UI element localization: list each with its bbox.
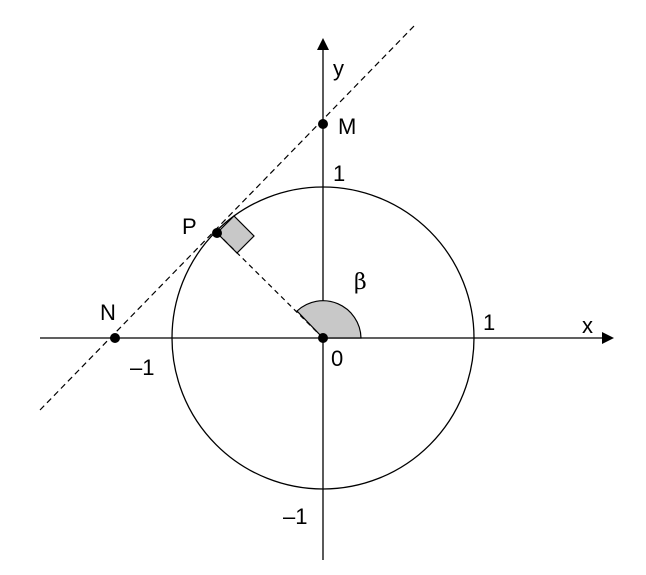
x-tick-neg-one: –1 xyxy=(130,355,154,380)
point-origin xyxy=(318,333,328,343)
x-tick-pos-one: 1 xyxy=(483,310,495,335)
point-p-label: P xyxy=(182,214,197,239)
tangent-line xyxy=(39,24,416,411)
point-n xyxy=(110,333,120,343)
radius-op xyxy=(216,232,324,339)
y-tick-neg-one: –1 xyxy=(283,504,307,529)
point-n-label: N xyxy=(100,300,116,325)
origin-label: 0 xyxy=(331,346,343,371)
point-p xyxy=(212,228,222,238)
x-axis-label: x xyxy=(582,313,593,338)
point-m xyxy=(318,119,328,129)
point-m-label: M xyxy=(338,114,356,139)
y-axis-label: y xyxy=(333,56,344,81)
angle-beta-label: β xyxy=(354,270,367,295)
y-tick-pos-one: 1 xyxy=(333,161,345,186)
right-angle-marker xyxy=(216,215,255,254)
angle-sector-beta xyxy=(296,300,362,339)
unit-circle xyxy=(171,186,475,490)
